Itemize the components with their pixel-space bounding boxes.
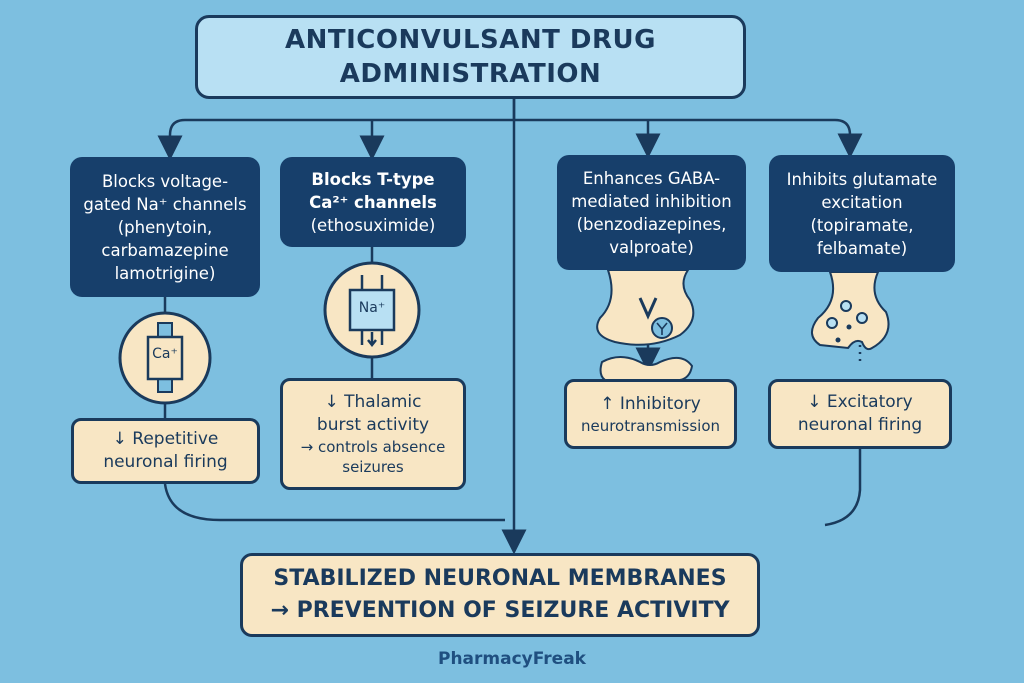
mechanism-glutamate: Inhibits glutamate excitation (topiramat… bbox=[769, 155, 955, 272]
title-box: ANTICONVULSANT DRUG ADMINISTRATION bbox=[195, 15, 746, 99]
text-line: seizures bbox=[342, 458, 404, 476]
title-line-2: ADMINISTRATION bbox=[339, 59, 602, 89]
arrow-to-sodium bbox=[170, 99, 516, 148]
arrow-to-glutamate bbox=[514, 118, 863, 159]
text-line: ↓ Repetitive bbox=[112, 429, 219, 449]
text-line: Blocks T-type bbox=[311, 169, 435, 189]
text-line: excitation bbox=[821, 192, 903, 212]
effect-inhibitory: ↑ Inhibitory neurotransmission bbox=[564, 379, 737, 449]
text-line: neurotransmission bbox=[580, 416, 721, 435]
text-line: mediated inhibition bbox=[571, 191, 732, 211]
outcome-box: STABILIZED NEURONAL MEMBRANES → PREVENTI… bbox=[240, 553, 760, 637]
brand-watermark: PharmacyFreak bbox=[438, 649, 586, 669]
outcome-line-1: STABILIZED NEURONAL MEMBRANES bbox=[273, 566, 727, 591]
text-line: Inhibits glutamate bbox=[786, 169, 938, 189]
text-line: (ethosuximide) bbox=[310, 215, 436, 235]
text-line: ↓ Excitatory bbox=[807, 392, 913, 412]
text-line: (topiramate, bbox=[810, 215, 914, 235]
text-line: Ca²⁺ channels bbox=[309, 192, 437, 212]
effect-repetitive-firing: ↓ Repetitive neuronal firing bbox=[71, 418, 260, 484]
text-line: felbamate) bbox=[816, 238, 908, 258]
title-line-1: ANTICONVULSANT DRUG bbox=[285, 25, 656, 55]
sodium-channel-icon bbox=[323, 261, 421, 359]
sodium-icon-label: Na⁺ bbox=[358, 300, 386, 316]
curve-right bbox=[824, 449, 862, 527]
text-line: neuronal firing bbox=[103, 452, 228, 472]
text-line: gated Na⁺ channels bbox=[83, 194, 247, 214]
gaba-synapse-icon bbox=[596, 269, 695, 381]
text-line: ↑ Inhibitory bbox=[600, 393, 701, 414]
text-line: Enhances GABA- bbox=[582, 168, 721, 188]
calcium-channel-icon bbox=[118, 311, 212, 405]
glutamate-synapse-icon bbox=[811, 271, 890, 351]
text-line: (benzodiazepines, bbox=[576, 214, 727, 234]
effect-thalamic-burst: ↓ Thalamic burst activity → controls abs… bbox=[280, 378, 466, 490]
text-line: ↓ Thalamic bbox=[324, 392, 422, 412]
mechanism-gaba: Enhances GABA- mediated inhibition (benz… bbox=[557, 155, 746, 270]
mechanism-sodium-channel: Blocks voltage- gated Na⁺ channels (phen… bbox=[70, 157, 260, 297]
effect-excitatory: ↓ Excitatory neuronal firing bbox=[768, 379, 952, 449]
text-line: → controls absence bbox=[300, 438, 446, 456]
text-line: (phenytoin, bbox=[117, 217, 213, 237]
text-line: neuronal firing bbox=[797, 415, 923, 435]
curve-left bbox=[163, 483, 505, 522]
outcome-line-2: → PREVENTION OF SEIZURE ACTIVITY bbox=[270, 598, 730, 623]
text-line: Blocks voltage- bbox=[101, 171, 229, 191]
mechanism-calcium-channel: Blocks T-type Ca²⁺ channels (ethosuximid… bbox=[280, 157, 466, 247]
text-line: lamotrigine) bbox=[114, 263, 216, 283]
text-line: carbamazepine bbox=[101, 240, 229, 260]
text-line: valproate) bbox=[609, 237, 694, 257]
text-line: burst activity bbox=[316, 415, 430, 435]
calcium-icon-label: Ca⁺ bbox=[152, 346, 178, 362]
